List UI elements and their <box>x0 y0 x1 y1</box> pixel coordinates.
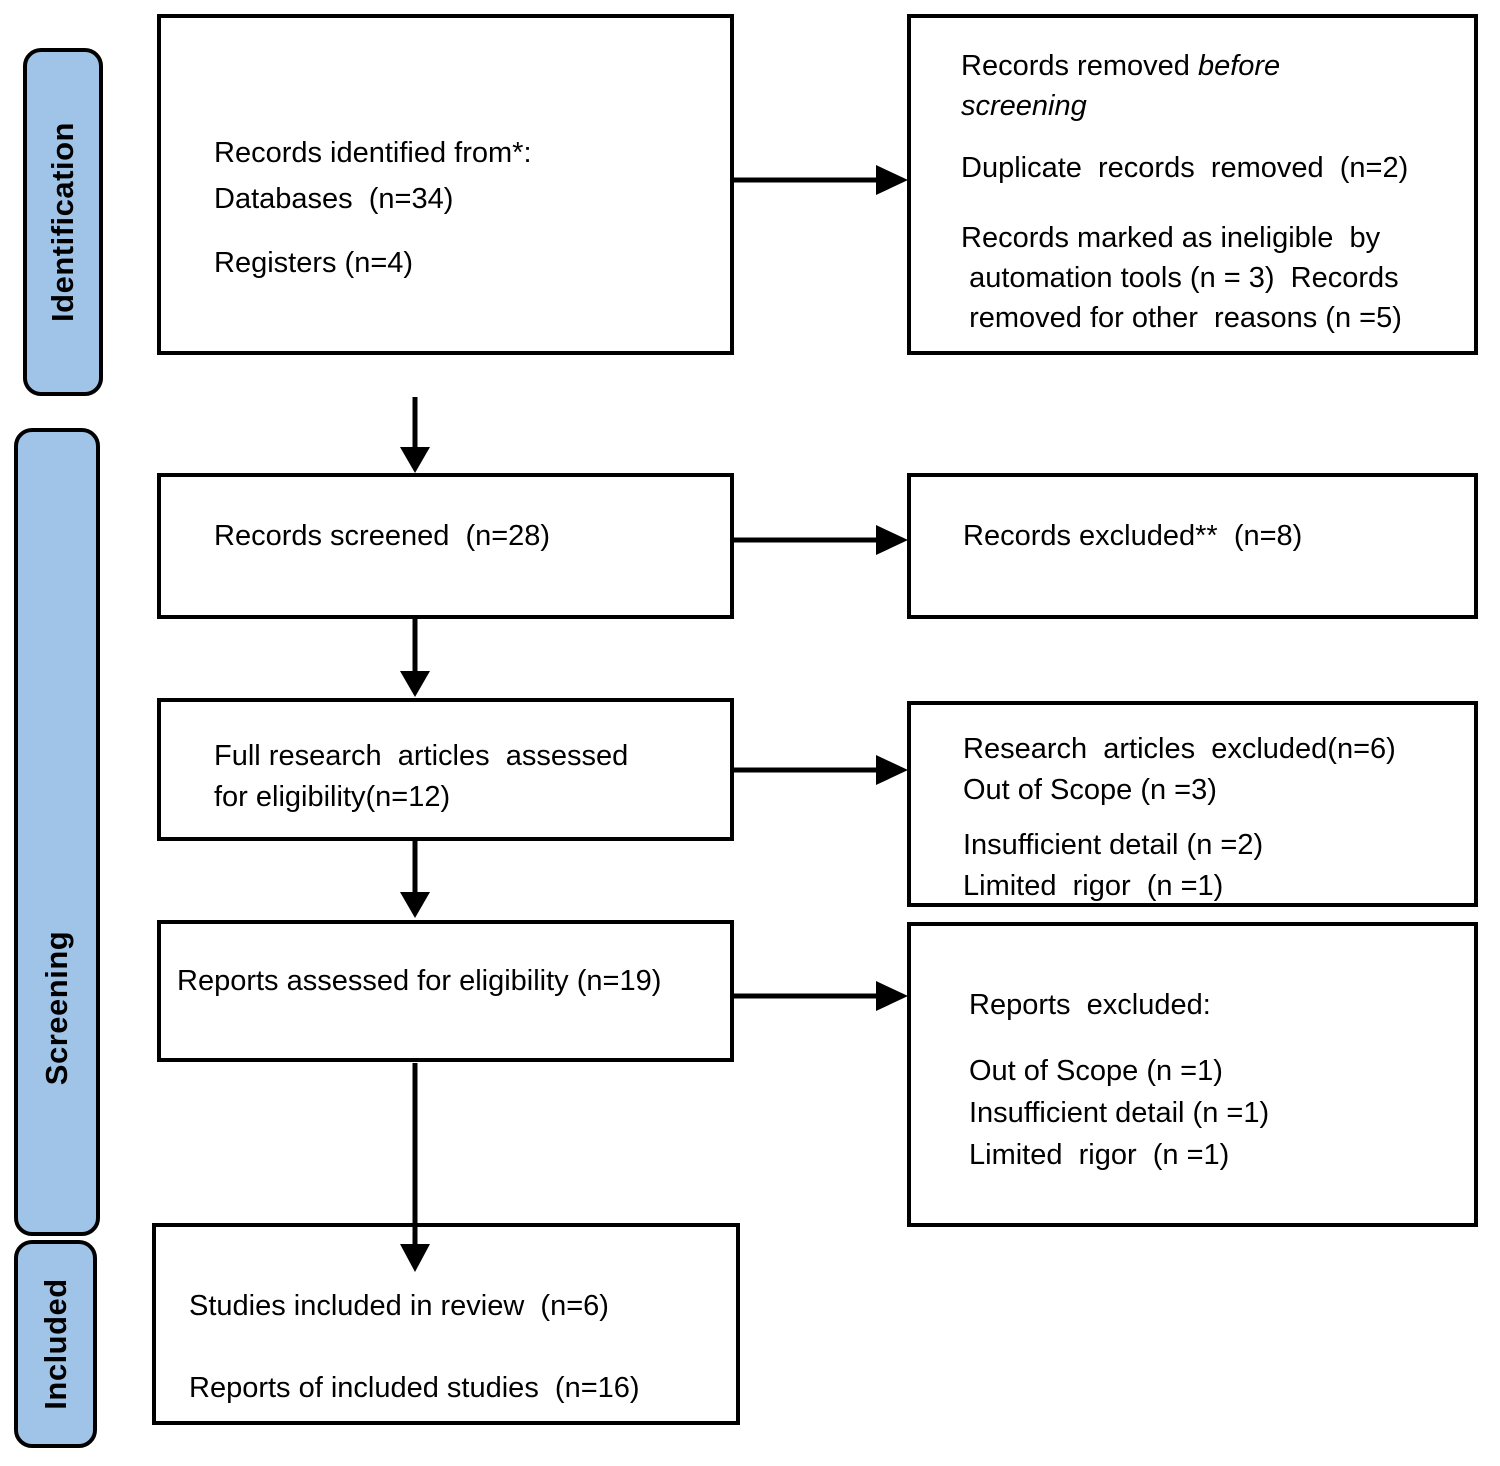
records-removed-heading-italic1: before <box>1197 50 1281 82</box>
articles-excluded-insufficient-detail: Insufficient detail (n =2) <box>963 829 1264 861</box>
reports-excluded-insufficient-detail: Insufficient detail (n =1) <box>969 1097 1270 1129</box>
stage-identification: Identification <box>23 48 103 396</box>
records-removed-duplicates: Duplicate records removed (n=2) <box>961 152 1409 184</box>
box-records-screened: Records screened (n=28) <box>157 473 734 619</box>
records-screened-line: Records screened (n=28) <box>214 520 551 552</box>
records-excluded-line: Records excluded** (n=8) <box>963 520 1303 552</box>
box-fulltext-assessed: Full research articles assessed for elig… <box>157 698 734 841</box>
reports-assessed-line: Reports assessed for eligibility (n=19) <box>177 965 662 997</box>
studies-included-line: Studies included in review (n=6) <box>189 1290 609 1322</box>
arrow-screened-to-excluded <box>734 525 908 555</box>
stage-identification-label: Identification <box>45 122 80 322</box>
box-reports-excluded: Reports excluded: Out of Scope (n =1) In… <box>907 922 1478 1227</box>
box-records-removed-before-screening: Records removed before screening Duplica… <box>907 14 1478 355</box>
box-reports-assessed: Reports assessed for eligibility (n=19) <box>157 920 734 1062</box>
fulltext-assessed-line2: for eligibility(n=12) <box>214 781 451 813</box>
stage-screening-label: Screening <box>39 930 74 1086</box>
records-identified-databases: Databases (n=34) <box>214 183 454 215</box>
stage-included: Included <box>14 1240 97 1448</box>
reports-of-included-studies-line: Reports of included studies (n=16) <box>189 1372 640 1404</box>
box-studies-included: Studies included in review (n=6) Reports… <box>152 1223 740 1425</box>
arrow-fulltext-to-reports <box>400 841 430 918</box>
records-removed-heading-line1: Records removed before <box>961 46 1464 86</box>
records-removed-heading-line2: screening <box>961 90 1087 122</box>
records-removed-ineligible-2: automation tools (n = 3) Records <box>961 262 1399 294</box>
arrow-identified-to-screened <box>400 397 430 473</box>
arrow-fulltext-to-articles-excluded <box>734 755 908 785</box>
box-records-excluded: Records excluded** (n=8) <box>907 473 1478 619</box>
records-identified-registers: Registers (n=4) <box>214 247 414 279</box>
stage-included-label: Included <box>37 1278 73 1410</box>
articles-excluded-out-of-scope: Out of Scope (n =3) <box>963 774 1217 806</box>
box-articles-excluded: Research articles excluded(n=6) Out of S… <box>907 701 1478 907</box>
records-identified-line: Records identified from*: <box>214 137 532 169</box>
articles-excluded-limited-rigor: Limited rigor (n =1) <box>963 870 1224 902</box>
articles-excluded-heading: Research articles excluded(n=6) <box>963 733 1396 765</box>
arrow-reports-to-reports-excluded <box>734 981 908 1011</box>
stage-screening: Screening <box>14 428 100 1236</box>
box-records-identified: Records identified from*: Databases (n=3… <box>157 14 734 355</box>
fulltext-assessed-line1: Full research articles assessed <box>214 740 629 772</box>
reports-excluded-out-of-scope: Out of Scope (n =1) <box>969 1055 1223 1087</box>
records-removed-ineligible-3: removed for other reasons (n =5) <box>961 302 1402 334</box>
records-removed-ineligible-1: Records marked as ineligible by <box>961 222 1381 254</box>
records-removed-heading-regular: Records removed <box>961 50 1198 82</box>
reports-excluded-heading: Reports excluded: <box>969 989 1211 1021</box>
arrow-screened-to-fulltext <box>400 618 430 697</box>
reports-excluded-limited-rigor: Limited rigor (n =1) <box>969 1139 1230 1171</box>
arrow-identified-to-removed <box>734 165 908 195</box>
